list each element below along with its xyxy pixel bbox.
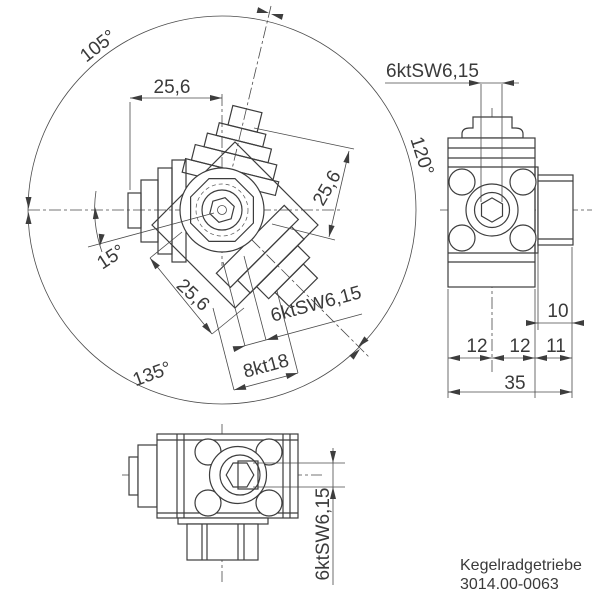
side-dims-bottom	[447, 247, 584, 398]
bottom-view-drawing: 6ktSW6,15	[122, 424, 345, 585]
side-dim-hex	[385, 80, 519, 202]
dim-label-10: 10	[547, 301, 568, 322]
dim-label-35: 35	[504, 373, 525, 394]
front-center-bosses	[179, 167, 265, 253]
front-dim-hex-socket	[222, 255, 363, 353]
side-bearings	[448, 168, 537, 252]
front-dim-top-width	[129, 95, 222, 190]
dim-label-top-width: 25,6	[154, 77, 191, 98]
dim-label-hex-side: 6ktSW6,15	[386, 61, 479, 82]
dim-label-12a: 12	[466, 336, 487, 357]
front-dim-lower-shaft	[147, 231, 245, 336]
side-view-drawing: 6ktSW6,15 10 12 12 11 35	[385, 61, 592, 398]
bottom-dim-hex	[253, 448, 345, 585]
side-right-shaft	[534, 166, 574, 254]
front-dim-upper-shaft	[253, 127, 355, 241]
bottom-lower-shaft	[177, 517, 269, 561]
dim-label-hex-bottom: 6ktSW6,15	[313, 488, 334, 581]
title-block: Kegelradgetriebe 3014.00-0063	[460, 557, 582, 593]
dim-label-11: 11	[546, 336, 566, 357]
front-dim-15deg	[87, 190, 215, 253]
front-dim-octagon	[212, 290, 299, 393]
bottom-bearings	[194, 438, 283, 517]
part-name: Kegelradgetriebe	[460, 557, 582, 574]
dim-label-12b: 12	[509, 336, 530, 357]
drawing-number: 3014.00-0063	[460, 576, 559, 593]
bottom-left-shaft	[128, 444, 158, 508]
side-top-cap	[461, 116, 524, 139]
